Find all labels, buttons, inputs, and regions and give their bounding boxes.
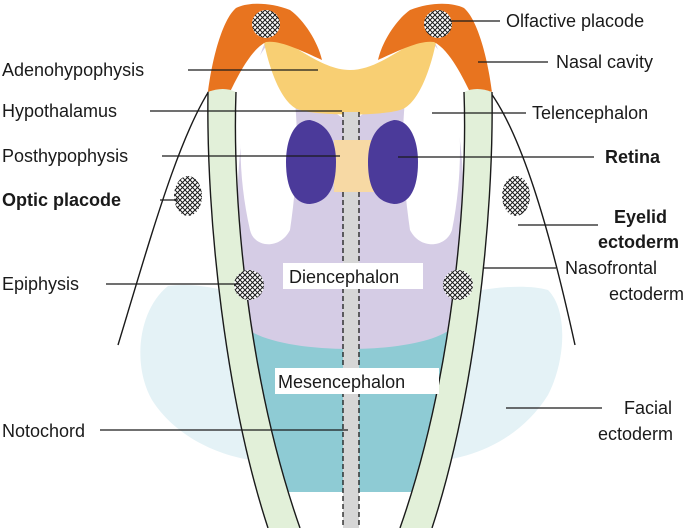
eyelid-label-line2: ectoderm	[598, 232, 679, 252]
notochord-label: Notochord	[2, 421, 85, 441]
epiphysis-label: Epiphysis	[2, 274, 79, 294]
outer-ectoderm-left-line	[117, 81, 216, 346]
nasal-cavity-label: Nasal cavity	[556, 52, 653, 72]
right-nasofrontal-band	[400, 89, 493, 528]
outer-ectoderm-right-line	[479, 79, 576, 346]
optic-placode-label: Optic placode	[2, 190, 121, 210]
left-epiphysis	[234, 270, 264, 300]
diencephalon-label-box	[283, 263, 423, 289]
adenohypophysis-region	[262, 30, 438, 115]
nasofrontal-label-line1: Nasofrontal	[565, 258, 657, 278]
right-retina	[368, 120, 418, 204]
olfactive-placode-label: Olfactive placode	[506, 11, 644, 31]
right-olfactive-placode	[424, 10, 452, 38]
posthypophysis-label: Posthypophysis	[2, 146, 128, 166]
left-retina	[286, 120, 336, 204]
right-epiphysis	[443, 270, 473, 300]
eyelid-label-line1: Eyelid	[614, 207, 667, 227]
facial-label-line2: ectoderm	[598, 424, 673, 444]
left-olfactive-placode	[252, 10, 280, 38]
telencephalon-label: Telencephalon	[532, 103, 648, 123]
facial-label-line1: Facial	[624, 398, 672, 418]
mesencephalon-label: Mesencephalon	[278, 372, 405, 392]
nasofrontal-label-line2: ectoderm	[609, 284, 684, 304]
mesencephalon-label-box	[275, 368, 439, 394]
right-optic-placode	[502, 176, 530, 216]
left-nasofrontal-band	[207, 89, 300, 528]
hypothalamus-label: Hypothalamus	[2, 101, 117, 121]
left-optic-placode	[174, 176, 202, 216]
adenohypophysis-label: Adenohypophysis	[2, 60, 144, 80]
retina-label: Retina	[605, 147, 661, 167]
notochord-band	[343, 112, 359, 528]
diencephalon-label: Diencephalon	[289, 267, 399, 287]
right-nasal-cavity-region	[378, 3, 492, 93]
